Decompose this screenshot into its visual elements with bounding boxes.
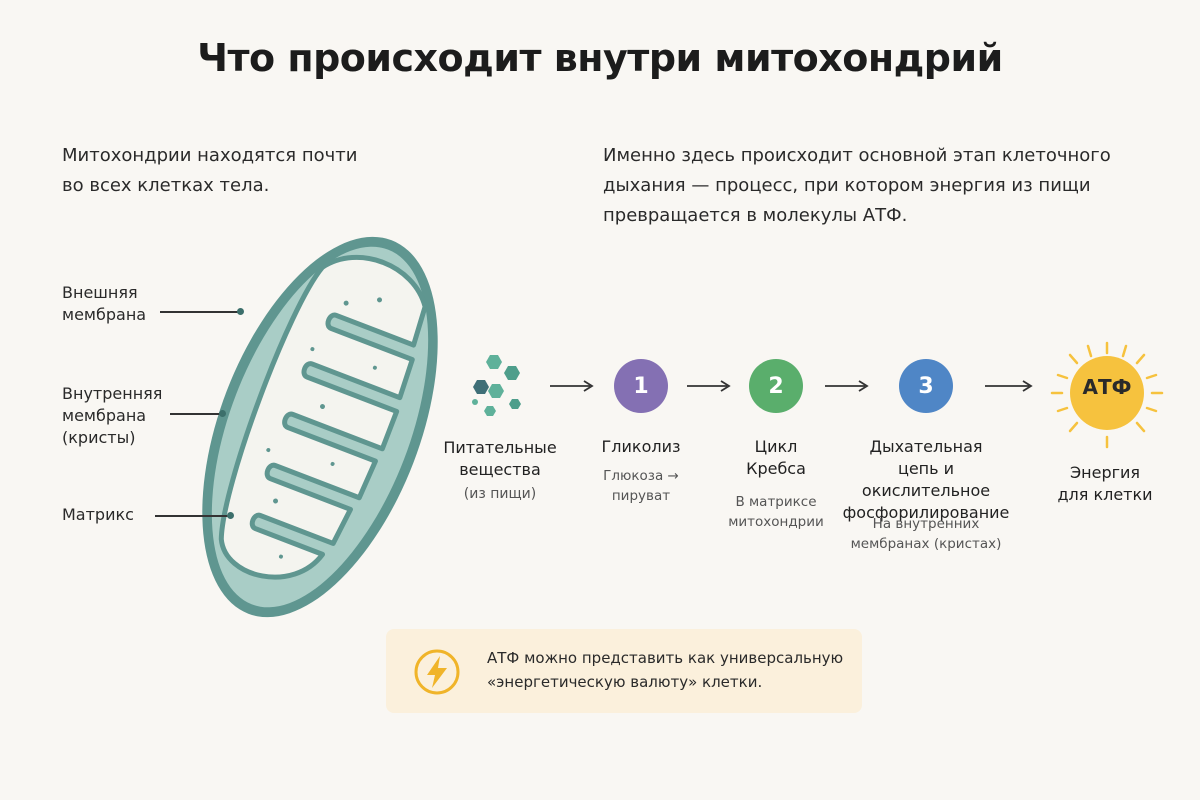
step-1-sub: Глюкоза → пируват	[603, 468, 679, 504]
nutrients-sub: (из пищи)	[463, 486, 537, 502]
step-3-sub: На внутренних мембранах (кристах)	[850, 516, 1002, 552]
step-1-title: Гликолиз	[601, 437, 681, 456]
step-3-title: Дыхательная цепь и окислительное фосфори…	[842, 437, 1010, 522]
pointer-outer-membrane	[160, 308, 244, 314]
pointer-inner-membrane	[170, 410, 226, 416]
arrow-3	[825, 380, 869, 392]
arrow-1	[550, 380, 594, 392]
label-matrix: Матрикс	[62, 505, 134, 524]
intro-left-text: Митохондрии находятся почти во всех клет…	[62, 145, 358, 196]
step-1-circle: 1	[614, 359, 668, 413]
lightning-icon	[414, 649, 460, 695]
arrow-4	[985, 380, 1033, 392]
atp-note-box: АТФ можно представить как универсальную …	[386, 629, 862, 713]
arrow-2	[687, 380, 731, 392]
step-3-circle: 3	[899, 359, 953, 413]
mitochondrion-illustration	[202, 236, 438, 618]
atp-sun-icon	[1050, 341, 1164, 449]
step-2-title: Цикл Кребса	[746, 437, 806, 478]
step-2-sub: В матриксе митохондрии	[728, 494, 824, 530]
atp-note-text: АТФ можно представить как универсальную …	[487, 649, 844, 691]
step-2-circle: 2	[749, 359, 803, 413]
atp-badge: АТФ	[1082, 375, 1132, 399]
atp-title: Энергия для клетки	[1057, 463, 1153, 504]
pointer-matrix	[155, 512, 234, 518]
intro-right-text: Именно здесь происходит основной этап кл…	[603, 145, 1111, 226]
inner-membrane-shape	[218, 254, 428, 580]
label-inner-membrane: Внутренняя мембрана (кристы)	[62, 384, 163, 447]
page-title: Что происходит внутри митохондрий	[197, 36, 1003, 80]
nutrients-title: Питательные вещества	[443, 438, 557, 479]
matrix-granules	[266, 297, 383, 559]
label-outer-membrane: Внешняя мембрана	[62, 283, 147, 324]
nutrients-icon	[472, 355, 521, 416]
